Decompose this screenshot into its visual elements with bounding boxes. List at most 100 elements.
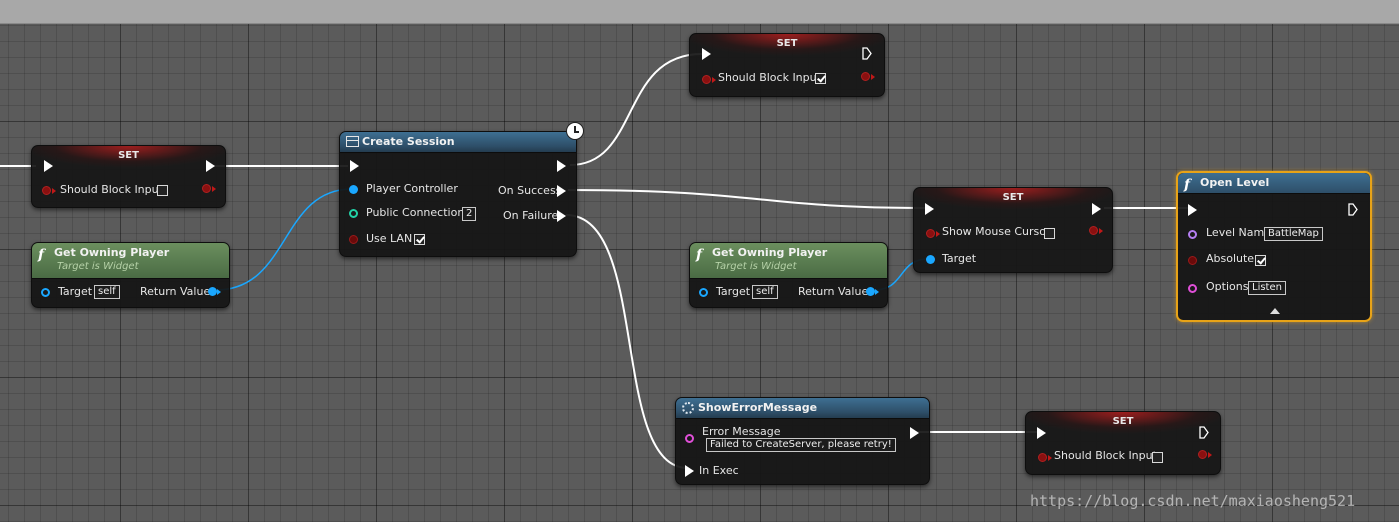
set-node-show-mouse-cursor[interactable]: SET Show Mouse Cursor Target — [913, 187, 1113, 273]
grid-icon — [346, 136, 359, 147]
exec-in-pin[interactable] — [1188, 204, 1197, 216]
use-lan-checkbox[interactable] — [414, 234, 425, 245]
on-failure-label: On Failure — [503, 209, 559, 222]
exec-in-pin[interactable] — [1037, 427, 1046, 439]
object-wire-owning1-to-session — [215, 188, 353, 291]
level-name-field[interactable]: BattleMap — [1264, 227, 1323, 241]
target-input-pin[interactable] — [41, 288, 50, 297]
bool-output-pin[interactable] — [202, 184, 211, 193]
bool-output-pin[interactable] — [1089, 226, 1098, 235]
return-value-label: Return Value — [140, 285, 211, 298]
var-label: Should Block Input — [1054, 449, 1157, 462]
exec-in-pin[interactable] — [350, 160, 359, 172]
should-block-input-checkbox[interactable] — [157, 185, 168, 196]
return-value-label: Return Value — [798, 285, 869, 298]
should-block-input-checkbox[interactable] — [1152, 452, 1163, 463]
target-label: Target — [716, 285, 751, 298]
bool-output-pin[interactable] — [1198, 450, 1207, 459]
clock-icon — [566, 122, 584, 140]
node-title: Create Session — [362, 135, 455, 148]
error-message-pin[interactable] — [685, 434, 694, 443]
pin-arrow — [1048, 455, 1052, 461]
get-owning-player-node-2[interactable]: f Get Owning Player Target is Widget Tar… — [689, 242, 888, 308]
var-label: Show Mouse Cursor — [942, 225, 1051, 238]
bool-input-pin[interactable] — [926, 229, 935, 238]
target-input-pin[interactable] — [699, 288, 708, 297]
exec-in-pin[interactable] — [925, 203, 934, 215]
exec-out-pin[interactable] — [206, 160, 215, 172]
target-value-field[interactable]: self — [94, 285, 120, 299]
set-node-should-block-input-1[interactable]: SET Should Block Input — [31, 145, 226, 208]
pin-arrow — [212, 186, 216, 192]
exec-out-pin[interactable] — [910, 427, 919, 439]
function-icon: f — [38, 247, 45, 263]
error-message-label: Error Message — [702, 425, 781, 438]
collapse-advanced-icon[interactable] — [1270, 308, 1280, 314]
node-subtitle: Target is Widget — [715, 261, 797, 272]
set-node-should-block-input-top[interactable]: SET Should Block Input — [689, 33, 885, 97]
in-exec-pin[interactable] — [685, 465, 694, 477]
exec-in-pin[interactable] — [702, 48, 711, 60]
exec-wire-session-to-settop — [569, 53, 703, 166]
target-label: Target — [942, 252, 977, 265]
on-failure-pin[interactable] — [557, 210, 566, 222]
set-node-header — [914, 188, 1112, 210]
player-controller-pin[interactable] — [349, 185, 358, 194]
bool-input-pin[interactable] — [1038, 453, 1047, 462]
gear-icon — [682, 402, 694, 414]
use-lan-label: Use LAN — [366, 232, 413, 245]
bool-input-pin[interactable] — [42, 186, 51, 195]
bool-input-pin[interactable] — [702, 75, 711, 84]
public-connections-field[interactable]: 2 — [462, 207, 477, 221]
get-owning-player-node-1[interactable]: f Get Owning Player Target is Widget Tar… — [31, 242, 230, 308]
level-name-pin[interactable] — [1188, 230, 1197, 239]
show-mouse-cursor-checkbox[interactable] — [1044, 228, 1055, 239]
in-exec-label: In Exec — [699, 464, 739, 477]
target-value-field[interactable]: self — [752, 285, 778, 299]
use-lan-pin[interactable] — [349, 235, 358, 244]
set-node-title: SET — [1112, 416, 1134, 427]
options-label: Options — [1206, 280, 1249, 293]
absolute-pin[interactable] — [1188, 256, 1197, 265]
pin-arrow — [52, 188, 56, 194]
exec-out-pin[interactable] — [1092, 203, 1101, 215]
exec-out-pin[interactable] — [557, 160, 566, 172]
watermark: https://blog.csdn.net/maxiaosheng521 — [1030, 492, 1356, 510]
on-success-pin[interactable] — [557, 185, 566, 197]
pin-arrow — [1099, 228, 1103, 234]
options-field[interactable]: Listen — [1248, 281, 1286, 295]
pin-arrow — [936, 231, 940, 237]
return-value-pin[interactable] — [866, 287, 875, 296]
target-input-pin[interactable] — [926, 255, 935, 264]
absolute-checkbox[interactable] — [1255, 255, 1266, 266]
error-message-field[interactable]: Failed to CreateServer, please retry! — [706, 438, 896, 452]
node-title: ShowErrorMessage — [698, 401, 818, 414]
node-subtitle: Target is Widget — [57, 261, 139, 272]
function-icon: f — [696, 247, 703, 263]
set-node-should-block-input-bottom[interactable]: SET Should Block Input — [1025, 411, 1221, 475]
exec-wire-failure-to-showerror — [565, 214, 689, 469]
set-node-title: SET — [776, 38, 798, 49]
function-icon: f — [1184, 177, 1191, 193]
node-header: f Open Level — [1178, 173, 1370, 194]
pin-arrow — [871, 74, 875, 80]
pin-arrow — [712, 77, 716, 83]
bool-output-pin[interactable] — [861, 72, 870, 81]
pin-arrow — [875, 289, 879, 295]
open-level-node[interactable]: f Open Level Level Name BattleMap Absolu… — [1176, 171, 1372, 322]
public-connections-pin[interactable] — [349, 209, 358, 218]
pin-arrow — [217, 289, 221, 295]
create-session-node[interactable]: Create Session Player Controller On Succ… — [339, 122, 584, 257]
should-block-input-checkbox[interactable] — [815, 73, 826, 84]
options-pin[interactable] — [1188, 284, 1197, 293]
node-title: Get Owning Player — [712, 246, 828, 259]
exec-in-pin[interactable] — [44, 160, 53, 172]
level-name-label: Level Name — [1206, 226, 1271, 239]
set-node-header — [32, 146, 225, 168]
target-label: Target — [58, 285, 93, 298]
show-error-message-node[interactable]: ShowErrorMessage Error Message Failed to… — [675, 397, 930, 485]
return-value-pin[interactable] — [208, 287, 217, 296]
node-title: Get Owning Player — [54, 246, 170, 259]
